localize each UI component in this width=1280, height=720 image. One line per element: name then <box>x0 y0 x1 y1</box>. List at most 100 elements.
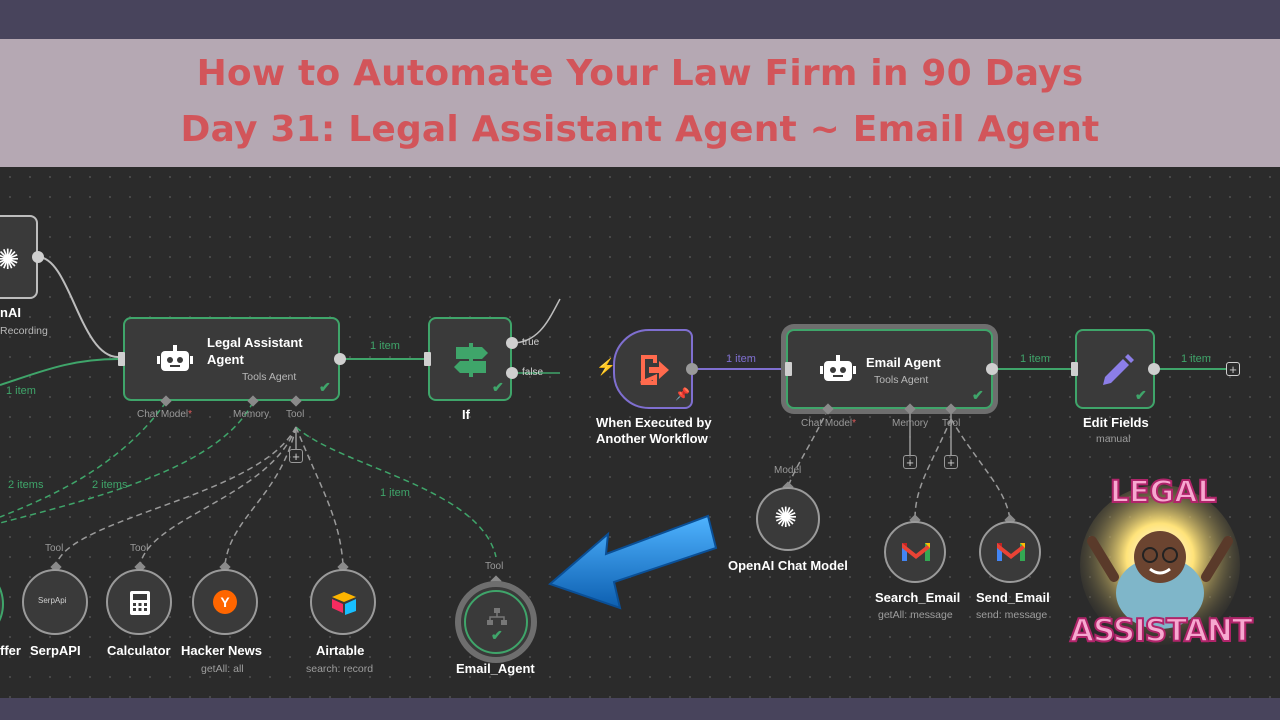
legal-agent-output-port[interactable] <box>334 353 346 365</box>
openai-icon: ✺ <box>0 244 20 275</box>
legal-agent-title-line1: Legal Assistant <box>207 335 303 350</box>
email-agent-subtitle: Tools Agent <box>874 374 929 386</box>
if-false-label: false <box>522 367 544 378</box>
gmail-icon <box>902 543 930 561</box>
openai-output-port[interactable] <box>32 251 44 263</box>
search-email-title: Search_Email <box>875 590 961 605</box>
add-node-plus-button[interactable]: + <box>1226 362 1240 376</box>
email-agent-tool-title: Email_Agent <box>456 661 535 676</box>
tool-connector-label: Tool <box>942 418 961 429</box>
workflow-trigger-node[interactable]: 📌 <box>613 329 693 409</box>
calculator-connector-label: Tool <box>130 543 149 554</box>
edge-label-trigger: 1 item <box>726 353 756 365</box>
hacker-news-title: Hacker News <box>181 643 262 658</box>
if-node-title: If <box>462 407 470 422</box>
send-email-node[interactable] <box>979 521 1041 583</box>
email-agent-tool-node[interactable]: ✔ <box>455 581 537 663</box>
sign-out-icon <box>640 355 669 385</box>
add-memory-plus-button[interactable]: + <box>903 455 917 469</box>
edge-label-memory: 2 items <box>92 479 128 491</box>
blue-arrow-pointer <box>548 514 718 610</box>
calculator-title: Calculator <box>107 643 171 658</box>
airtable-icon <box>332 592 356 615</box>
success-check-icon: ✔ <box>972 387 984 403</box>
hacker-news-icon: Y <box>213 590 237 614</box>
edge-label-email-to-edit: 1 item <box>1020 353 1050 365</box>
chat-model-connector-label: Chat Model* <box>801 418 857 429</box>
edit-fields-input-port[interactable] <box>1071 362 1078 376</box>
serpapi-connector-label: Tool <box>45 543 64 554</box>
signpost-icon <box>454 343 488 377</box>
title-banner: How to Automate Your Law Firm in 90 Days… <box>0 39 1280 167</box>
bottom-strip <box>0 698 1280 720</box>
edge-label-left-input: 1 item <box>6 385 36 397</box>
edge-label-chat-model: 2 items <box>8 479 44 491</box>
trigger-output-port[interactable] <box>686 363 698 375</box>
pencil-icon <box>1103 354 1134 385</box>
memory-connector-label: Memory <box>233 409 270 420</box>
success-check-icon: ✔ <box>492 379 504 395</box>
sticker-text-legal: LEGAL <box>1109 474 1218 511</box>
openai-node-subtitle: Recording <box>0 325 48 337</box>
serpapi-title: SerpAPI <box>30 643 81 658</box>
edge-label-email-tool: 1 item <box>380 487 410 499</box>
sticker-text-assistant: ASSISTANT <box>1069 612 1254 650</box>
openai-node-partial[interactable]: ✺ <box>0 215 38 299</box>
airtable-node[interactable] <box>310 569 376 635</box>
if-input-port[interactable] <box>424 352 431 366</box>
if-true-port[interactable] <box>506 337 518 349</box>
edit-fields-output-port[interactable] <box>1148 363 1160 375</box>
legal-assistant-agent-node[interactable]: Legal Assistant Agent Tools Agent ✔ <box>123 317 340 401</box>
edit-fields-title: Edit Fields <box>1083 415 1149 430</box>
search-email-node[interactable] <box>884 521 946 583</box>
success-check-icon: ✔ <box>319 379 331 395</box>
success-check-icon: ✔ <box>491 627 503 643</box>
serpapi-node[interactable]: SerpApi <box>22 569 88 635</box>
robot-icon <box>820 355 856 381</box>
airtable-subtitle: search: record <box>306 663 374 675</box>
edge-label-legal-to-if: 1 item <box>370 340 400 352</box>
if-node[interactable]: ✔ <box>428 317 512 401</box>
workflow-canvas[interactable]: ✺ nAI Recording Legal Assistant Agent To… <box>0 167 1280 698</box>
calculator-node[interactable] <box>106 569 172 635</box>
airtable-title: Airtable <box>316 643 365 658</box>
openai-icon: ✺ <box>774 502 798 533</box>
email-agent-output-port[interactable] <box>986 363 998 375</box>
success-check-icon: ✔ <box>1135 387 1147 403</box>
if-true-label: true <box>522 337 540 348</box>
email-agent-input-port[interactable] <box>785 362 792 376</box>
sub-workflow-icon <box>487 608 507 625</box>
openai-chat-model-node[interactable]: ✺ <box>756 487 820 551</box>
openai-node-title: nAI <box>0 305 21 320</box>
trigger-bolt-icon: ⚡ <box>596 359 616 376</box>
legal-assistant-sticker <box>1080 485 1240 645</box>
if-false-port[interactable] <box>506 367 518 379</box>
email-agent-node[interactable]: Email Agent Tools Agent ✔ <box>786 329 993 409</box>
legal-agent-title-line2: Agent <box>207 352 244 367</box>
connection-wires <box>0 256 1226 566</box>
chat-model-connector-label: Chat Model* <box>137 409 193 420</box>
pin-icon: 📌 <box>675 387 690 401</box>
hacker-news-node[interactable]: Y <box>192 569 258 635</box>
email-agent-title: Email Agent <box>866 355 941 370</box>
send-email-subtitle: send: message <box>976 609 1048 621</box>
search-email-subtitle: getAll: message <box>878 609 953 621</box>
add-tool-plus-button[interactable]: + <box>289 449 303 463</box>
banner-title-line1: How to Automate Your Law Firm in 90 Days <box>196 53 1084 94</box>
legal-agent-subtitle: Tools Agent <box>242 371 297 383</box>
edit-fields-subtitle: manual <box>1096 433 1131 445</box>
add-tool-plus-button[interactable]: + <box>944 455 958 469</box>
memory-connector-label: Memory <box>892 418 929 429</box>
banner-title-line2: Day 31: Legal Assistant Agent ~ Email Ag… <box>180 109 1100 150</box>
top-strip <box>0 0 1280 39</box>
legal-agent-input-port[interactable] <box>118 352 125 366</box>
calculator-icon <box>130 591 150 615</box>
edge-label-edit-out: 1 item <box>1181 353 1211 365</box>
model-connector-label: Model <box>774 465 802 476</box>
serpapi-icon: SerpApi <box>38 596 67 605</box>
email-tool-connector-label: Tool <box>485 561 504 572</box>
edit-fields-node[interactable]: ✔ <box>1075 329 1155 409</box>
send-email-title: Send_Email <box>976 590 1050 605</box>
tool-connector-label: Tool <box>286 409 305 420</box>
trigger-title-line1: When Executed by <box>596 415 712 430</box>
